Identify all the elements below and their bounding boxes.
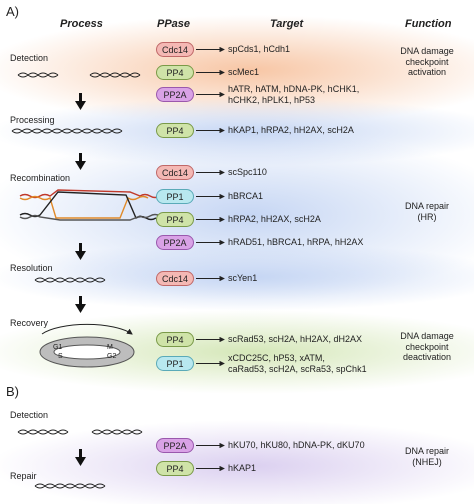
function-line: checkpoint [405,56,449,67]
stage-repair: Repair [10,471,37,481]
target-text: spCds1, hCdh1 [228,44,291,54]
cycle-label-m: M [107,344,113,351]
cycle-label-s: S [58,353,63,360]
dna-recombination [19,189,161,221]
ppase-pill-pp4: PP4 [156,332,194,347]
header-process: Process [60,18,103,30]
function-line: deactivation [402,352,452,362]
ppase-pill-pp4: PP4 [156,123,194,138]
target-text: caRad53, scH2A, scRa53, spChk1 [228,364,367,374]
process-arrow [75,296,86,313]
process-arrow [75,153,86,170]
ppase-pill-cdc14: Cdc14 [156,165,194,180]
header-target: Target [270,18,304,30]
ppase-pill-pp2a: PP2A [156,87,194,102]
panel-b-label: B) [6,384,19,399]
header-ppase: PPase [157,18,191,30]
ppase-pill-pp2a: PP2A [156,235,194,250]
stage-resolution: Resolution [10,263,53,273]
band-checkpoint-deactivation [0,310,474,394]
target-text: scSpc110 [228,167,267,177]
dna-processing [11,128,123,134]
cell-cycle-ring [39,323,135,368]
dna-resolution [34,277,106,283]
ppase-pill-pp2a: PP2A [156,438,194,453]
function-checkpoint-activation: DNA damage checkpoint activation [387,46,467,78]
stage-recombination: Recombination [10,173,71,183]
cycle-label-g1: G1 [53,344,63,351]
ppase-pill-pp4: PP4 [156,461,194,476]
panel-a-label: A) [6,4,19,19]
process-arrow [75,93,86,110]
target-text: hKU70, hKU80, hDNA-PK, dKU70 [228,440,365,450]
target-text: hKAP1, hRPA2, hH2AX, scH2A [228,125,354,135]
target-text: hATR, hATM, hDNA-PK, hCHK1, [228,84,360,94]
stage-detection: Detection [10,53,49,63]
ppase-pill-pp1: PP1 [156,356,194,371]
function-repair-hr: DNA repair (HR) [387,201,467,222]
function-line: checkpoint [405,341,449,352]
function-line: DNA repair [404,201,449,211]
cycle-label-g2: G2 [107,353,117,360]
ppase-pill-pp1: PP1 [156,189,194,204]
header-function: Function [405,18,452,30]
target-text: hRPA2, hH2AX, scH2A [228,214,321,224]
ppase-pill-cdc14: Cdc14 [156,271,194,286]
stage-recovery: Recovery [10,318,49,328]
target-text: hRAD51, hBRCA1, hRPA, hH2AX [228,237,364,247]
ppase-pill-cdc14: Cdc14 [156,42,194,57]
dna-repair [34,483,106,489]
target-text: hKAP1 [228,463,257,473]
function-line: activation [407,67,447,77]
target-text: xCDC25C, hP53, xATM, [228,353,325,363]
ppase-pill-pp4: PP4 [156,212,194,227]
target-text: scRad53, scH2A, hH2AX, dH2AX [228,334,363,344]
stage-processing: Processing [10,115,55,125]
target-text: scYen1 [228,273,258,283]
process-arrow [75,243,86,260]
function-line: DNA repair [404,446,449,456]
function-line: (HR) [417,211,437,222]
band-checkpoint-activation [0,15,474,125]
target-arrows [196,46,225,472]
dna-detection-b [17,429,143,435]
target-text: hBRCA1 [228,191,264,201]
ppase-pill-pp4: PP4 [156,65,194,80]
function-repair-nhej: DNA repair (NHEJ) [387,446,467,467]
dna-detection [17,72,141,78]
function-line: (NHEJ) [412,456,442,467]
band-resolution [0,243,474,311]
function-checkpoint-deactivation: DNA damage checkpoint deactivation [387,331,467,363]
stage-detection-b: Detection [10,410,49,420]
band-nhej [0,420,474,504]
function-line: DNA damage [400,331,454,341]
target-text: hCHK2, hPLK1, hP53 [228,95,316,105]
function-line: DNA damage [400,46,454,56]
target-text: scMec1 [228,67,260,77]
process-arrow [75,449,86,466]
